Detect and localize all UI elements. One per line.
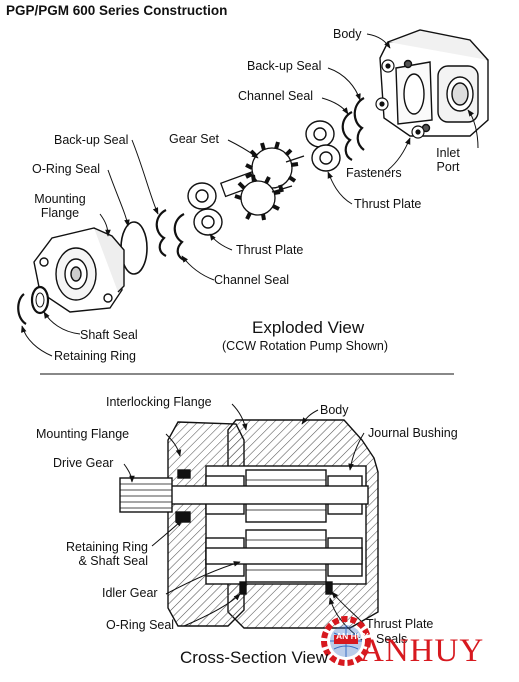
exploded-view-subcaption: (CCW Rotation Pump Shown) <box>222 339 389 353</box>
label-inlet-port-line1: Inlet <box>436 146 460 160</box>
fasteners <box>375 59 425 139</box>
mounting-flange <box>33 227 125 313</box>
label-body-section: Body <box>320 403 349 417</box>
label-retaining-ring-line1: Retaining Ring <box>66 540 148 554</box>
logo-badge-text: AN HUY <box>336 631 369 641</box>
label-drive-gear: Drive Gear <box>53 456 114 470</box>
thrust-plate-left <box>187 182 223 236</box>
label-interlocking-flange: Interlocking Flange <box>106 395 212 409</box>
label-shaft-seal: Shaft Seal <box>80 328 138 342</box>
label-thrust-plate-right: Thrust Plate <box>354 197 422 211</box>
label-thrust-plate-section: Thrust Plate <box>366 617 434 631</box>
document-title: PGP/PGM 600 Series Construction <box>6 3 228 18</box>
backup-seal-left <box>155 209 167 257</box>
label-mounting-flange-line2: Flange <box>40 206 80 220</box>
label-channel-seal-right: Channel Seal <box>238 89 314 103</box>
label-journal-bushing: Journal Bushing <box>368 426 458 440</box>
label-o-ring-seal: O-Ring Seal <box>32 162 101 176</box>
label-channel-seal-left: Channel Seal <box>214 273 290 287</box>
channel-seal-right <box>341 111 353 161</box>
retaining-ring <box>17 293 27 325</box>
label-o-ring-seal-section: O-Ring Seal <box>106 618 175 632</box>
anhuy-logo <box>321 616 371 666</box>
pump-body <box>379 29 489 137</box>
watermark-brand: ANHUY <box>360 633 485 669</box>
label-backup-seal-right: Back-up Seal <box>247 59 322 73</box>
label-retaining-ring: Retaining Ring <box>54 349 136 363</box>
label-backup-seal-left: Back-up Seal <box>54 133 129 147</box>
channel-seal-left <box>173 213 185 261</box>
label-mounting-flange-section: Mounting Flange <box>36 427 130 441</box>
gear-set <box>219 141 305 221</box>
label-inlet-port-line2: Port <box>436 160 460 174</box>
label-gear-set: Gear Set <box>169 132 220 146</box>
label-mounting-flange-line1: Mounting <box>34 192 86 206</box>
exploded-view-caption: Exploded View <box>252 318 365 337</box>
label-inlet-port: Inlet Port <box>432 146 464 174</box>
shaft-seal <box>30 285 50 315</box>
backup-seal-right <box>353 97 365 151</box>
label-body: Body <box>333 27 362 41</box>
label-idler-gear: Idler Gear <box>102 586 158 600</box>
label-retaining-ring-shaft-seal: Retaining Ring & Shaft Seal <box>30 540 148 568</box>
label-mounting-flange: Mounting Flange <box>30 192 90 220</box>
o-ring-seal <box>120 221 148 275</box>
thrust-plate-right <box>305 120 341 172</box>
label-retaining-ring-line2: & Shaft Seal <box>78 554 149 568</box>
label-thrust-plate-left: Thrust Plate <box>236 243 304 257</box>
label-seals: Seals <box>376 632 408 646</box>
cross-section-body <box>119 419 379 629</box>
label-fasteners: Fasteners <box>346 166 402 180</box>
cross-section-caption: Cross-Section View <box>180 648 329 667</box>
